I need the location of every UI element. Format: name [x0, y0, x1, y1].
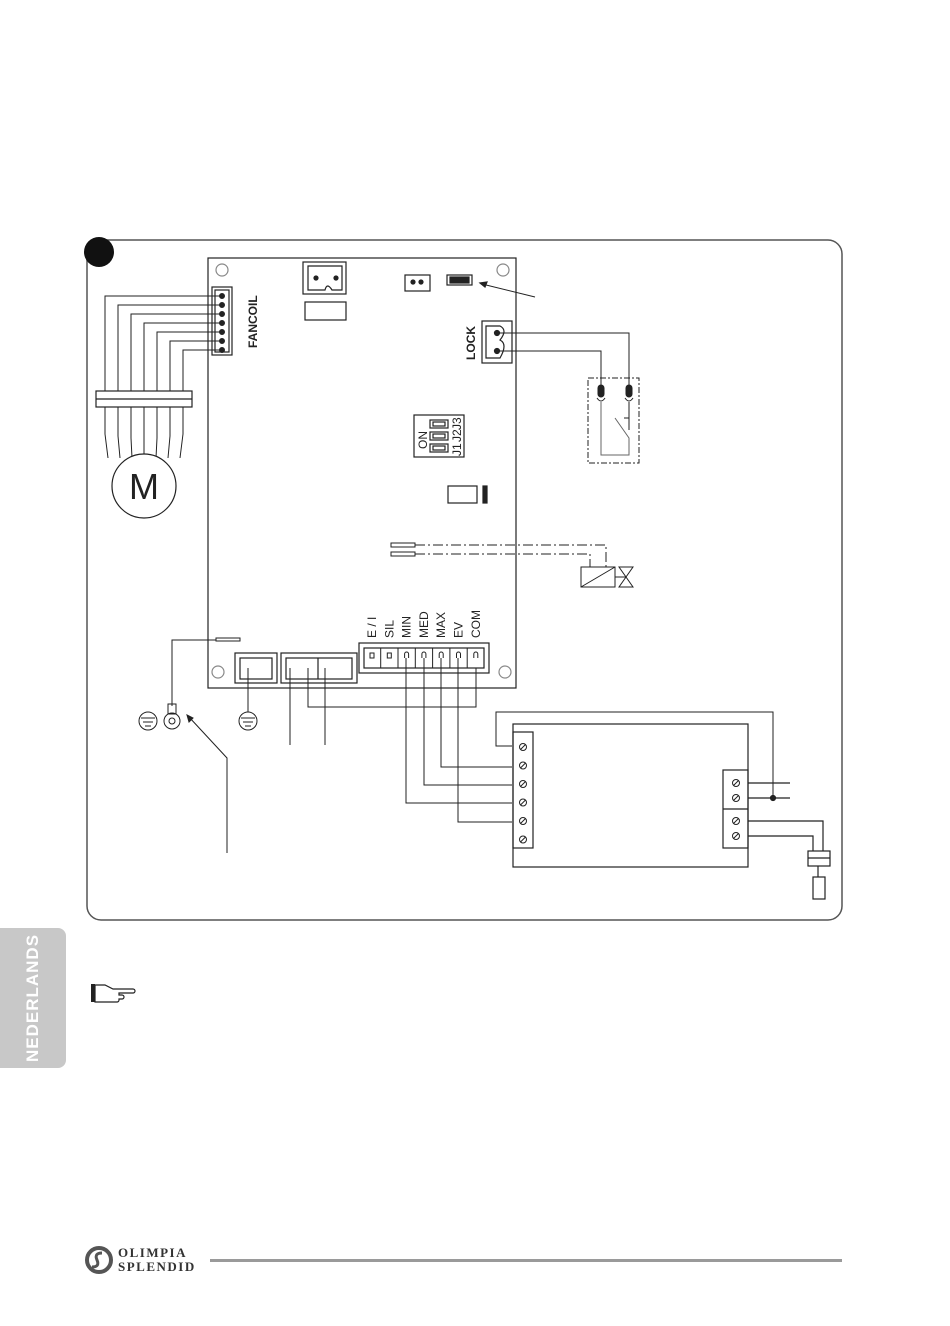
terminal-pin — [404, 651, 410, 658]
screw-slot — [733, 818, 739, 824]
brand-line1: OLIMPIA — [118, 1245, 187, 1260]
terminal-label: E / I — [365, 617, 379, 638]
valve-cable — [390, 542, 634, 588]
motor-wires — [104, 293, 225, 459]
terminal-label: SIL — [382, 620, 396, 638]
terminal-wires — [405, 658, 774, 823]
fancoil-pin — [219, 311, 225, 317]
motor-wire — [117, 304, 222, 459]
screw-terminal-icon — [732, 794, 740, 802]
terminal-label: MAX — [434, 612, 448, 638]
lock-contact — [497, 332, 640, 464]
terminal-pin — [438, 651, 444, 658]
screw-slot — [733, 795, 739, 801]
control-board — [207, 257, 536, 689]
terminal-pin — [369, 652, 375, 659]
screw-terminal-icon — [519, 835, 527, 844]
fancoil-pin — [219, 329, 225, 335]
motor-wire — [130, 313, 222, 459]
screw-terminal-icon — [732, 779, 740, 787]
motor-label: M — [129, 466, 159, 507]
brand-logo: OLIMPIA SPLENDID — [84, 1245, 194, 1280]
terminal-screws — [519, 743, 740, 844]
language-tab: NEDERLANDS — [0, 928, 66, 1068]
fancoil-pin — [219, 347, 225, 353]
fancoil-pin — [219, 302, 225, 308]
terminal-pins — [369, 648, 479, 668]
screw-terminal-icon — [519, 761, 527, 770]
earth-connections — [138, 637, 477, 853]
screw-slot — [520, 744, 526, 750]
screw-terminal-icon — [732, 832, 740, 840]
screw-slot — [733, 833, 739, 839]
terminal-pin — [421, 651, 427, 658]
controller-box — [512, 723, 831, 900]
fancoil-pin — [219, 338, 225, 344]
terminal-label: COM — [469, 610, 483, 638]
dip-on-label: ON — [416, 431, 430, 449]
brand-line2: SPLENDID — [118, 1259, 196, 1274]
motor-icon — [111, 453, 177, 519]
motor-wire — [155, 331, 222, 459]
screw-slot — [520, 762, 526, 769]
screw-slot — [733, 780, 739, 786]
screw-slot — [520, 799, 526, 806]
screw-terminal-icon — [519, 798, 527, 807]
terminal-pin — [456, 651, 461, 658]
fancoil-pin — [219, 293, 225, 299]
motor-wire — [143, 322, 222, 458]
screw-terminal-icon — [519, 780, 527, 788]
figure-marker-icon — [84, 237, 114, 267]
screw-terminal-icon — [732, 817, 740, 825]
footer-rule — [210, 1259, 842, 1262]
motor-wire — [104, 295, 222, 459]
figure-frame — [86, 239, 843, 921]
dip-j3-label: J3 — [450, 417, 464, 430]
screw-terminal-icon — [519, 817, 527, 825]
terminal-label: MIN — [400, 616, 414, 638]
dip-j2-label: J2 — [450, 429, 464, 442]
fancoil-label: FANCOIL — [246, 295, 260, 348]
motor-wire — [167, 340, 222, 459]
lock-label: LOCK — [464, 326, 478, 360]
screw-slot — [520, 781, 526, 787]
terminal-pin — [386, 652, 392, 659]
pointing-hand-icon — [91, 984, 136, 1003]
screw-slot — [520, 836, 526, 843]
fancoil-pin — [219, 320, 225, 326]
terminal-pin — [473, 651, 479, 658]
brand-emblem-icon — [85, 1246, 113, 1274]
screw-terminal-icon — [519, 743, 527, 751]
dip-j1-label: J1 — [450, 443, 464, 456]
terminal-label: EV — [452, 622, 466, 638]
cable-clamp — [95, 390, 193, 408]
screw-slot — [520, 818, 526, 824]
terminal-label: MED — [417, 611, 431, 638]
